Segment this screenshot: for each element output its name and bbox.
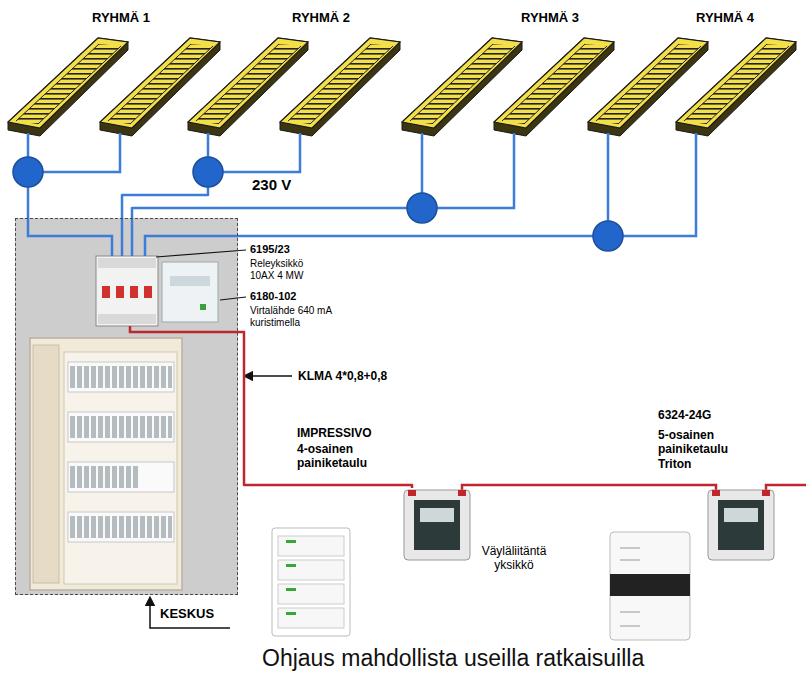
- part-number: 6324-24G: [658, 408, 711, 422]
- junction-box: [13, 157, 623, 251]
- luminaire-group: RYHMÄ 1: [8, 6, 232, 138]
- part-number: 6180-102: [250, 290, 297, 303]
- bus-cable: [130, 326, 806, 490]
- group-label: RYHMÄ 2: [292, 10, 350, 26]
- luminaire-group: RYHMÄ 4: [588, 6, 798, 138]
- product-name: IMPRESSIVO: [297, 426, 372, 440]
- group-label: RYHMÄ 3: [521, 10, 579, 26]
- caption: Ohjaus mahdollista useilla ratkaisuilla: [262, 645, 644, 673]
- product-description: 5-osainen painiketaulu Triton: [658, 428, 744, 471]
- panel-ground: [15, 218, 238, 595]
- push-button-panel: [272, 528, 350, 636]
- bus-interface-unit: [708, 490, 774, 560]
- leader-line: [156, 250, 246, 300]
- bus-interface-unit: [404, 490, 470, 560]
- mains-wire: [132, 138, 422, 218]
- mains-wire: [28, 133, 696, 256]
- relay-unit: [96, 256, 158, 326]
- distribution-board: KESKUS: [15, 218, 238, 595]
- part-description: Virtalähde 640 mA kuristimella: [250, 305, 354, 329]
- pointer-arrow: [150, 604, 230, 628]
- unit-label: Väyläliitäntä yksikkö: [472, 544, 556, 573]
- luminaire: [676, 38, 796, 136]
- luminaire: [280, 38, 400, 136]
- bus-interface-unit: Väyläliitäntä yksikkö: [402, 488, 560, 588]
- distribution-cabinet: [30, 338, 182, 590]
- push-button-panel: [610, 532, 690, 640]
- part-description: Releyksikkö 10AX 4 MW: [250, 258, 328, 282]
- part-number: 6195/23: [250, 243, 290, 256]
- board-label: KESKUS: [160, 606, 214, 622]
- power-supply: [162, 262, 218, 322]
- group-label: RYHMÄ 1: [92, 10, 150, 26]
- bus-cable: [238, 332, 412, 488]
- push-button-panel: 6324-24G 5-osainen painiketaulu Triton: [600, 404, 750, 642]
- group-label: RYHMÄ 4: [696, 10, 754, 26]
- push-button-panel: IMPRESSIVO 4-osainen painiketaulu: [268, 424, 402, 640]
- voltage-label: 230 V: [252, 176, 291, 194]
- mains-wire: [238, 138, 608, 236]
- cable-label: KLMA 4*0,8+0,8: [298, 369, 387, 383]
- luminaire-group: RYHMÄ 3: [402, 6, 614, 138]
- luminaire-group: RYHMÄ 2: [188, 6, 400, 138]
- product-description: 4-osainen painiketaulu: [297, 442, 381, 471]
- pointer-arrow: [251, 375, 292, 377]
